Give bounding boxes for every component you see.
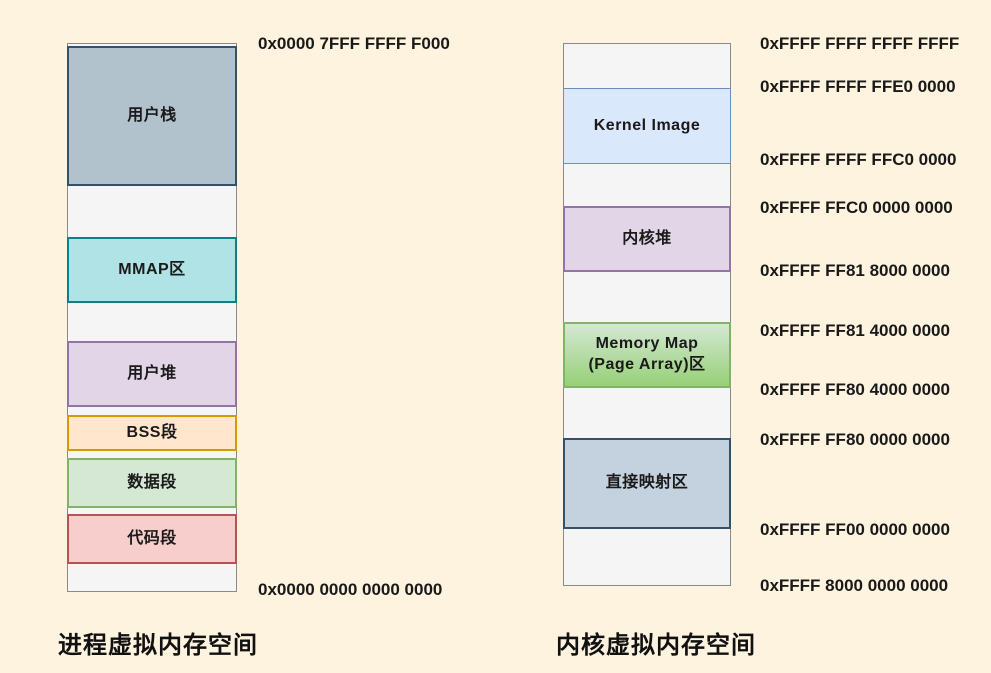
segment-user-stack-label: 用户栈: [127, 106, 177, 124]
segment-memory-map-label-line2: (Page Array)区: [588, 356, 706, 373]
segment-direct-mapping: 直接映射区: [563, 438, 731, 529]
address-kernel-7: 0xFFFF FF80 4000 0000: [760, 380, 950, 399]
address-kernel-5: 0xFFFF FF81 8000 0000: [760, 261, 950, 280]
address-kernel-3: 0xFFFF FFFF FFC0 0000: [760, 150, 957, 169]
segment-memory-map-label-line1: Memory Map: [595, 335, 699, 353]
address-kernel-9: 0xFFFF FF00 0000 0000: [760, 520, 950, 539]
kernel-memory-title: 内核虚拟内存空间: [556, 632, 756, 659]
segment-memory-map: Memory Map (Page Array)区: [563, 322, 731, 388]
segment-direct-mapping-label: 直接映射区: [605, 474, 689, 492]
address-kernel-4: 0xFFFF FFC0 0000 0000: [760, 198, 953, 217]
segment-user-heap-label: 用户堆: [127, 364, 177, 382]
segment-data: 数据段: [67, 458, 237, 508]
segment-user-heap: 用户堆: [67, 341, 237, 407]
segment-mmap: MMAP区: [67, 237, 237, 303]
segment-kernel-heap-label: 内核堆: [622, 229, 672, 247]
address-process-bottom: 0x0000 0000 0000 0000: [258, 580, 443, 599]
segment-kernel-image: Kernel Image: [563, 88, 731, 164]
segment-code: 代码段: [67, 514, 237, 564]
address-kernel-10: 0xFFFF 8000 0000 0000: [760, 576, 949, 595]
segment-kernel-image-label: Kernel Image: [593, 116, 701, 134]
address-kernel-6: 0xFFFF FF81 4000 0000: [760, 321, 950, 340]
address-process-top: 0x0000 7FFF FFFF F000: [258, 34, 450, 53]
address-kernel-1: 0xFFFF FFFF FFFF FFFF: [760, 34, 960, 53]
segment-bss-label: BSS段: [126, 423, 178, 441]
segment-kernel-heap: 内核堆: [563, 206, 731, 272]
address-kernel-8: 0xFFFF FF80 0000 0000: [760, 430, 950, 449]
segment-bss: BSS段: [67, 415, 237, 451]
process-memory-title: 进程虚拟内存空间: [58, 632, 258, 659]
segment-code-label: 代码段: [127, 529, 177, 547]
address-kernel-2: 0xFFFF FFFF FFE0 0000: [760, 77, 956, 96]
segment-data-label: 数据段: [127, 473, 177, 491]
segment-mmap-label: MMAP区: [118, 260, 186, 278]
segment-user-stack: 用户栈: [67, 46, 237, 186]
